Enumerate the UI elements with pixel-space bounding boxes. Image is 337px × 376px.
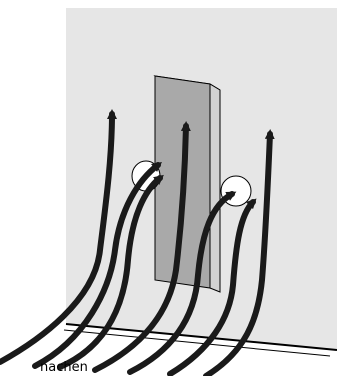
vertical-panel-side — [210, 84, 220, 292]
diagram-caption: nachen — [40, 360, 88, 376]
